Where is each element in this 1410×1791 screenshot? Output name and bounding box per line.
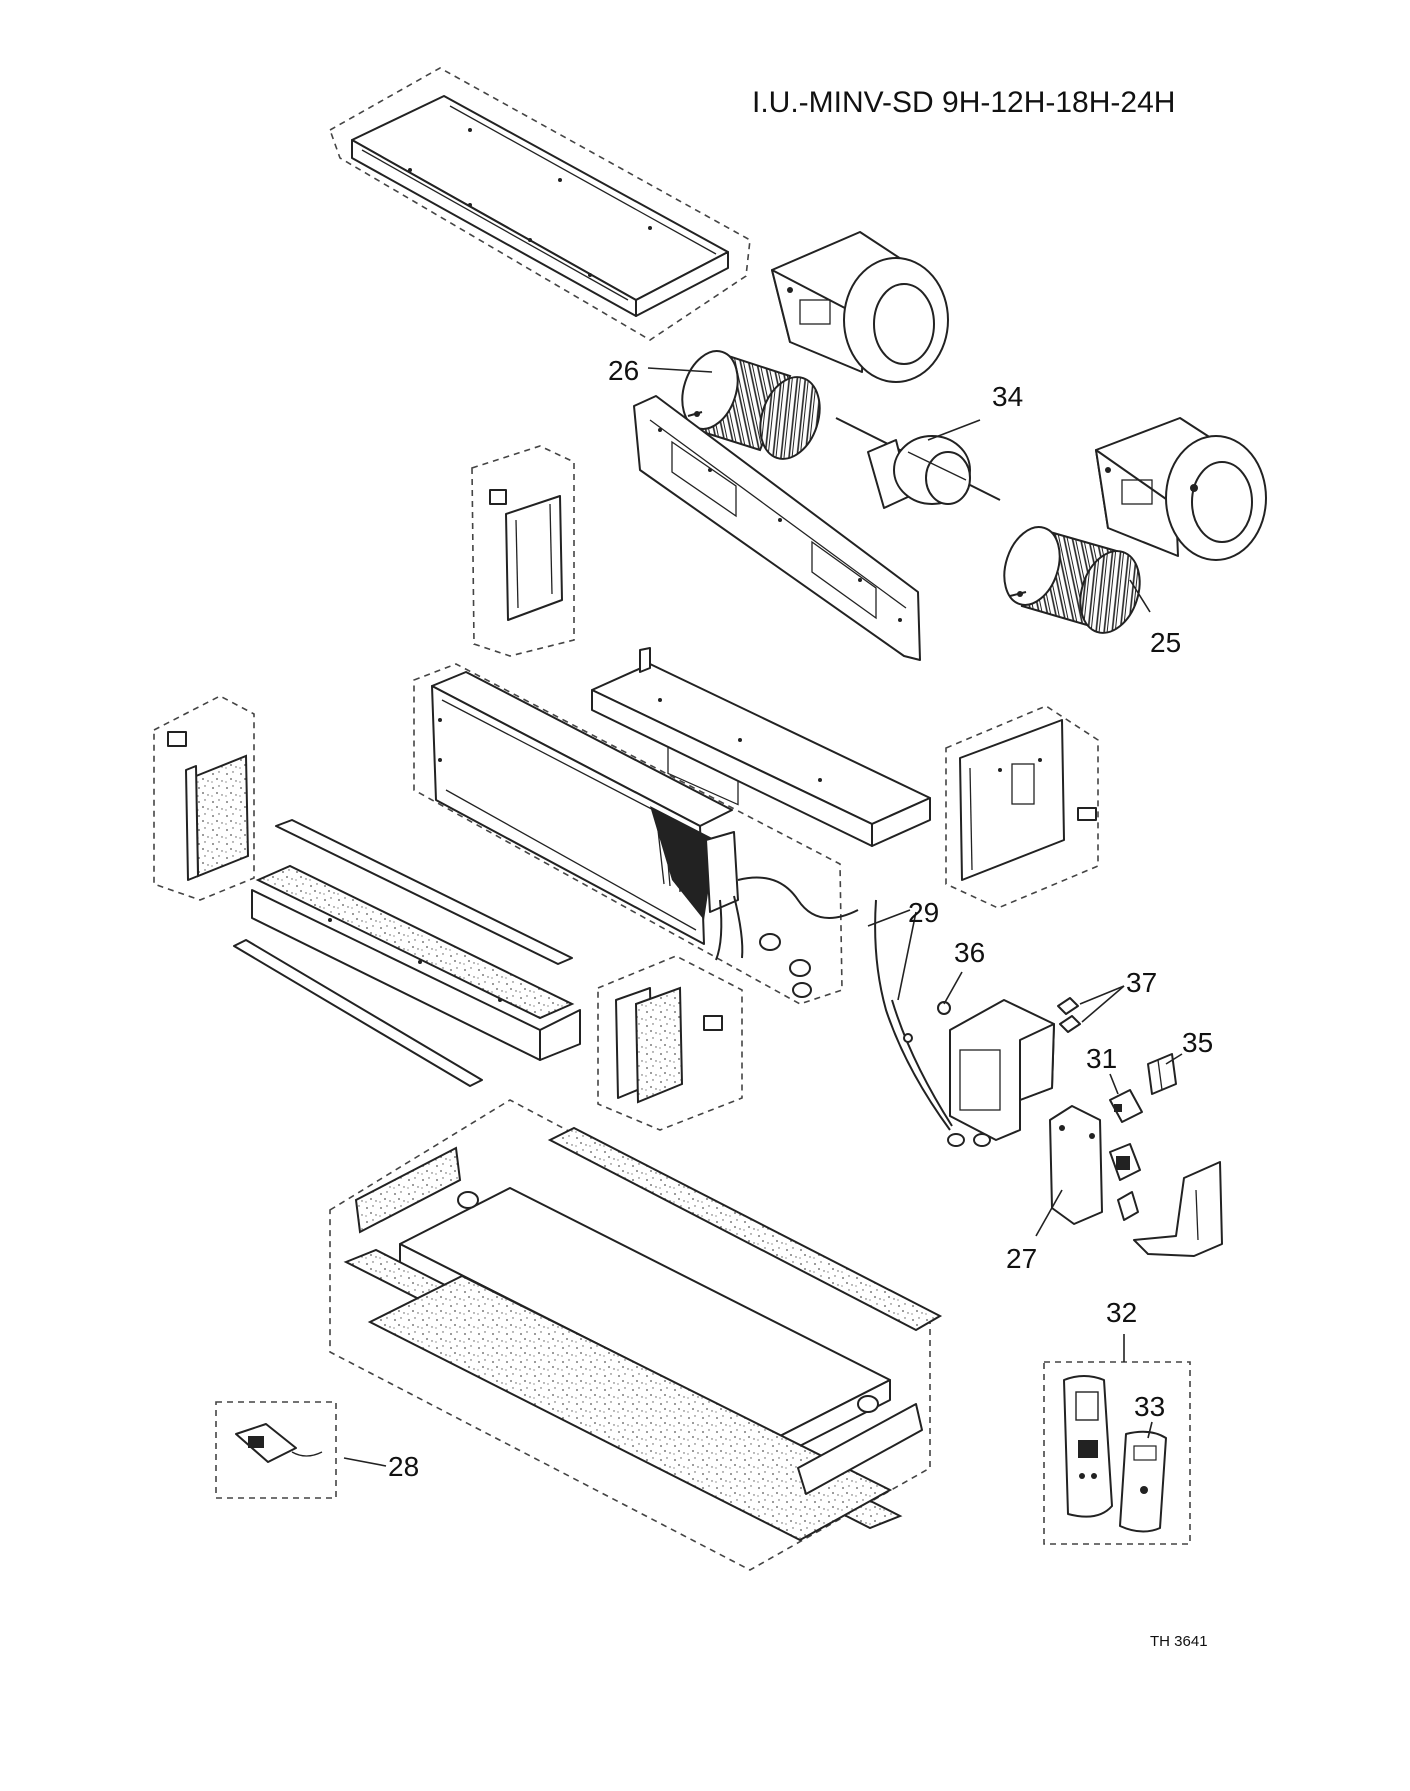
fan-housing-upper (771, 231, 949, 383)
fan-deck-plate (633, 395, 921, 806)
callout-35: 35 (1182, 1027, 1213, 1058)
fan-motor-part (835, 417, 1001, 509)
callout-36: 36 (954, 937, 985, 968)
callout-26: 26 (608, 355, 639, 386)
callout-34: 34 (992, 381, 1023, 412)
callout-37: 37 (1126, 967, 1157, 998)
callouts: 26 34 25 29 36 37 31 35 27 32 33 28 (388, 355, 1213, 1482)
control-board-part (1049, 1105, 1141, 1225)
support-rail-upper (591, 647, 931, 847)
callout-27: 27 (1006, 1243, 1037, 1274)
side-panel-left (153, 695, 255, 901)
callout-29: 29 (908, 897, 939, 928)
base-drain-pan (329, 1099, 943, 1571)
electrical-cover (1133, 1161, 1223, 1257)
drawing-code: TH 3641 (1150, 1633, 1208, 1650)
electrical-box (874, 899, 1055, 1147)
callout-33: 33 (1134, 1391, 1165, 1422)
side-bracket-lower (597, 955, 743, 1131)
side-panel-right (945, 705, 1099, 909)
remote-control-set-part (1043, 1361, 1191, 1545)
drain-rails (233, 819, 581, 1087)
side-bracket-upper (471, 445, 575, 657)
callout-31: 31 (1086, 1043, 1117, 1074)
leader-lines (343, 367, 1183, 1467)
fan-housing-right (1095, 417, 1267, 561)
callout-32: 32 (1106, 1297, 1137, 1328)
top-cover-panel (329, 67, 751, 341)
connector-cap-part (1147, 1053, 1177, 1095)
callout-25: 25 (1150, 627, 1181, 658)
receiver-module-part (215, 1401, 337, 1499)
callout-28: 28 (388, 1451, 419, 1482)
clips-part (1057, 997, 1081, 1033)
diagram-title: I.U.-MINV-SD 9H-12H-18H-24H (752, 86, 1175, 119)
fan-wheel-right-part (1003, 526, 1141, 634)
evaporator-assembly (413, 663, 859, 1005)
terminal-block-part (1109, 1089, 1143, 1123)
